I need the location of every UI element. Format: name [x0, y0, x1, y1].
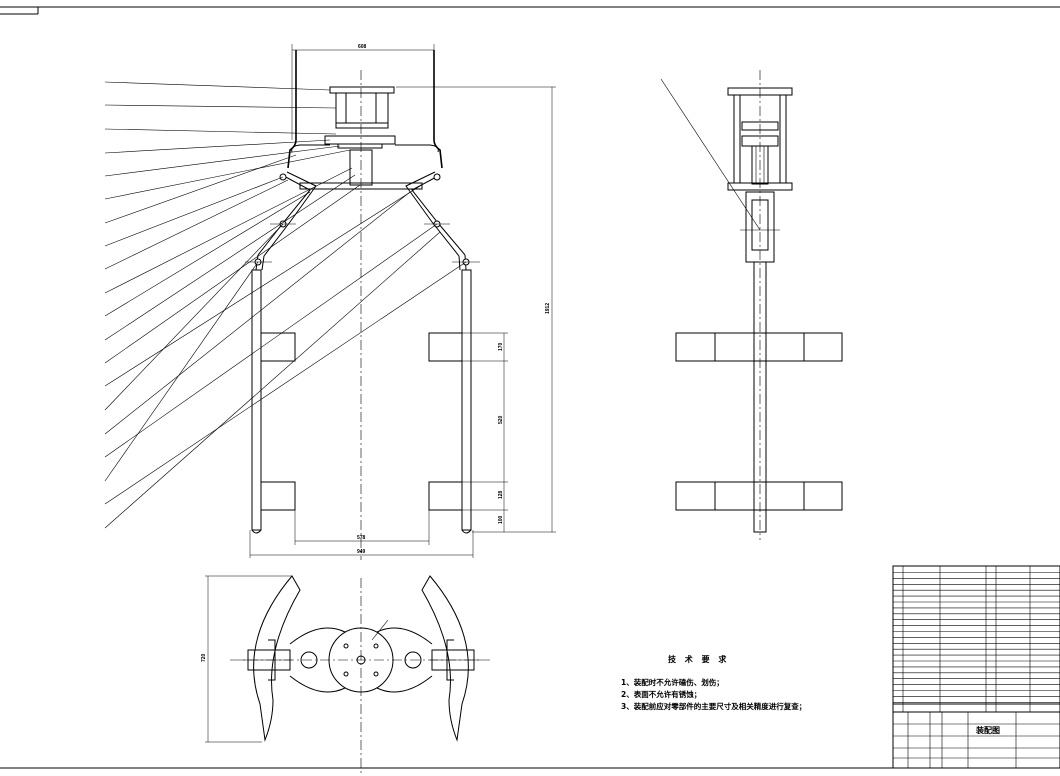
dim-overall-height: 1912 [545, 303, 551, 314]
drawing-name: 装配图 [976, 726, 1000, 735]
dim-plan-height: 720 [201, 653, 207, 662]
dim-seg3: 128 [498, 490, 504, 499]
dim-seg1: 170 [498, 342, 504, 351]
requirement-3: 3、装配前应对零部件的主要尺寸及相关精度进行复查； [621, 702, 807, 711]
technical-requirements-title: 技 术 要 求 [668, 655, 730, 664]
drawing-border [0, 6, 1060, 769]
dim-seg4: 100 [498, 515, 504, 524]
dim-seg2: 520 [498, 415, 504, 424]
dim-top-width: 608 [358, 44, 367, 50]
dim-inner-width: 578 [357, 535, 366, 541]
parts-list [892, 565, 1060, 769]
plan-view: 720 [201, 575, 490, 776]
part-leaders [104, 81, 467, 529]
dim-outer-width: 949 [357, 549, 366, 555]
front-dimensions: 608 1912 170 520 128 100 578 949 [249, 44, 556, 558]
requirement-1: 1、装配时不允许磕伤、划伤； [621, 678, 724, 687]
requirement-2: 2、表面不允许有锈蚀； [621, 690, 702, 699]
side-view [660, 70, 843, 540]
front-view [245, 50, 480, 560]
